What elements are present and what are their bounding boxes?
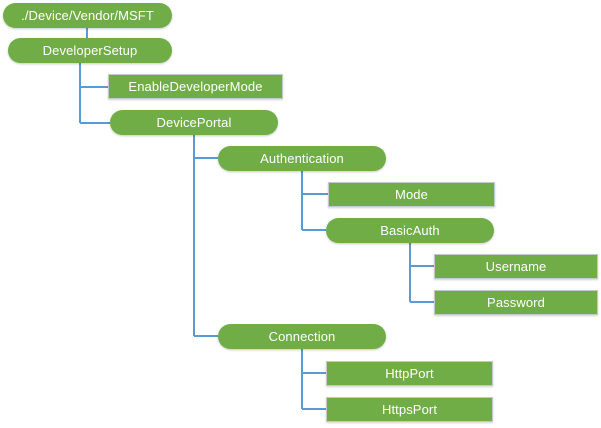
node-password-label: Password	[487, 295, 545, 310]
node-root[interactable]: ./Device/Vendor/MSFT	[3, 3, 172, 28]
node-basicauth[interactable]: BasicAuth	[326, 218, 494, 243]
node-enabledevelopermode[interactable]: EnableDeveloperMode	[108, 74, 283, 99]
node-basicauth-label: BasicAuth	[380, 223, 440, 238]
node-httpsport-label: HttpsPort	[381, 402, 438, 417]
node-httpsport[interactable]: HttpsPort	[326, 397, 493, 422]
node-authentication-label: Authentication	[260, 151, 344, 166]
node-username-label: Username	[485, 259, 547, 274]
node-mode-label: Mode	[395, 187, 428, 202]
node-password[interactable]: Password	[434, 290, 598, 315]
node-deviceportal[interactable]: DevicePortal	[110, 110, 278, 135]
node-connection[interactable]: Connection	[218, 324, 386, 349]
node-root-label: ./Device/Vendor/MSFT	[21, 8, 154, 23]
node-httpport-label: HttpPort	[385, 366, 434, 381]
node-developersetup[interactable]: DeveloperSetup	[8, 38, 172, 63]
node-authentication[interactable]: Authentication	[218, 146, 386, 171]
node-mode[interactable]: Mode	[328, 182, 495, 207]
node-username[interactable]: Username	[434, 254, 598, 279]
node-connection-label: Connection	[268, 329, 336, 344]
node-developersetup-label: DeveloperSetup	[42, 43, 138, 58]
node-httpport[interactable]: HttpPort	[326, 361, 493, 386]
node-deviceportal-label: DevicePortal	[156, 115, 232, 130]
node-enabledevelopermode-label: EnableDeveloperMode	[128, 79, 263, 94]
